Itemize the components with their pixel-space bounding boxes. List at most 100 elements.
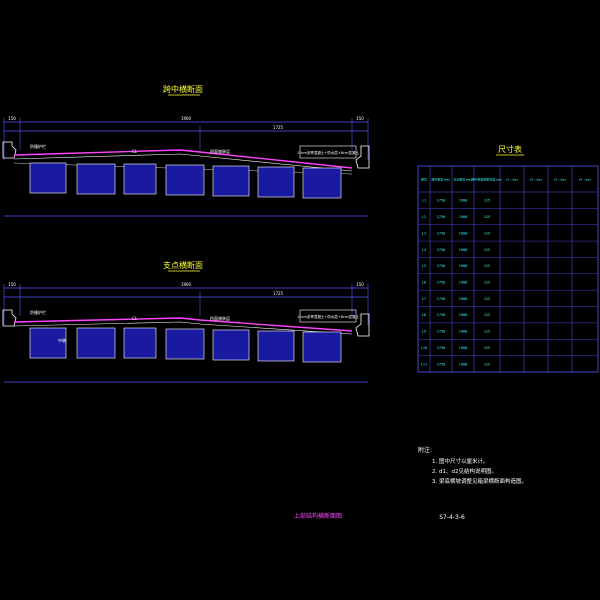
table-cell: L3 bbox=[422, 231, 426, 235]
girder bbox=[76, 327, 116, 359]
label-left: 防撞护栏 bbox=[30, 143, 46, 149]
table-cell: 115 bbox=[484, 346, 490, 350]
dim-left-edge: 150 bbox=[8, 116, 16, 121]
dim-left-edge: 150 bbox=[8, 282, 16, 287]
girder bbox=[212, 329, 250, 361]
pavement-spec-box bbox=[299, 145, 357, 159]
table-cell: 1750 bbox=[437, 297, 445, 301]
left-barrier bbox=[2, 141, 17, 159]
dim-right: 1725 bbox=[273, 291, 284, 296]
drawing-number: S7-4-3-6 bbox=[439, 514, 465, 521]
table-header-cell: 跨中横坡调整高度(mm) bbox=[471, 177, 502, 182]
dimension-table: 尺寸表 梁号跨中梁高(mm)支点梁高(mm)跨中横坡调整高度(mm) d1 (mm… bbox=[417, 144, 599, 373]
table-cell: 1750 bbox=[437, 281, 445, 285]
table-cell: 1750 bbox=[437, 362, 445, 366]
table-header-cell: d1 (mm) bbox=[506, 178, 519, 182]
table-border bbox=[417, 165, 599, 373]
deck-top-slab bbox=[13, 321, 353, 335]
dim-overall: 1900 bbox=[181, 116, 192, 121]
table-cell: 1900 bbox=[459, 313, 467, 317]
label-pier: 中墩 bbox=[58, 337, 66, 343]
table-cell: L11 bbox=[421, 362, 427, 366]
right-barrier bbox=[355, 145, 370, 169]
table-header-cell: 梁号 bbox=[421, 177, 427, 182]
girder bbox=[29, 327, 67, 359]
girders-bottom bbox=[29, 327, 342, 363]
table-cell: L9 bbox=[422, 330, 426, 334]
table-cell: 1750 bbox=[437, 231, 445, 235]
notes-heading: 附注: bbox=[418, 446, 432, 454]
table-cell: 1900 bbox=[459, 297, 467, 301]
table-cell: 1750 bbox=[437, 264, 445, 268]
table-cell: 1750 bbox=[437, 248, 445, 252]
table-cell: L5 bbox=[422, 264, 426, 268]
right-barrier bbox=[355, 313, 370, 337]
section-bottom: 支点横断面 1900 1725 150 150 防撞护栏 CL 桥面铺装层 bbox=[2, 260, 370, 383]
table-cell: 1900 bbox=[459, 215, 467, 219]
table-cell: 115 bbox=[484, 199, 490, 203]
table-cell: 115 bbox=[484, 231, 490, 235]
table-cell: 115 bbox=[484, 248, 490, 252]
dim-right-edge: 150 bbox=[356, 116, 364, 121]
girder bbox=[123, 327, 157, 359]
table-cell: L7 bbox=[422, 297, 426, 301]
pavement-spec: 10cm沥青混凝土+防水层+8cm混凝土 bbox=[297, 150, 359, 155]
girder bbox=[302, 331, 342, 363]
girder bbox=[302, 167, 342, 199]
note-item: 3. 梁底横坡调整见箱梁横断面构造图。 bbox=[432, 477, 527, 485]
girder bbox=[165, 328, 205, 360]
table-cell: 115 bbox=[484, 330, 490, 334]
label-right-note: 桥面铺装层 bbox=[210, 315, 230, 321]
table-cell: 1900 bbox=[459, 330, 467, 334]
table-cell: 1750 bbox=[437, 199, 445, 203]
section-top-title: 跨中横断面 bbox=[163, 84, 203, 94]
girder bbox=[257, 166, 295, 198]
deck-pavement bbox=[13, 149, 353, 169]
girder bbox=[212, 165, 250, 197]
drawing-title: 上部结构横断面图 bbox=[294, 512, 342, 520]
label-mid: CL bbox=[132, 316, 138, 321]
girder bbox=[165, 164, 205, 196]
deck-pavement bbox=[13, 317, 353, 332]
girder bbox=[76, 163, 116, 195]
label-right-note: 桥面铺装层 bbox=[210, 148, 230, 154]
label-left: 防撞护栏 bbox=[30, 309, 46, 315]
table-cell: 115 bbox=[484, 297, 490, 301]
table-cell: 1750 bbox=[437, 215, 445, 219]
table-cell: 1900 bbox=[459, 346, 467, 350]
pavement-spec: 10cm沥青混凝土+防水层+8cm混凝土 bbox=[297, 314, 359, 319]
dim-right: 1725 bbox=[273, 125, 284, 130]
table-cell: L10 bbox=[421, 346, 427, 350]
table-cell: 115 bbox=[484, 281, 490, 285]
table-header-cell: 支点梁高(mm) bbox=[453, 177, 472, 182]
table-cell: 1900 bbox=[459, 362, 467, 366]
table-header-cell: 跨中梁高(mm) bbox=[431, 177, 450, 182]
dim-overall: 1900 bbox=[181, 282, 192, 287]
table-cell: 115 bbox=[484, 264, 490, 268]
section-bottom-title: 支点横断面 bbox=[163, 260, 203, 270]
section-top: 跨中横断面 1900 1725 150 150 bbox=[2, 84, 370, 217]
girders-top bbox=[29, 162, 342, 199]
note-item: 1. 图中尺寸以厘米计。 bbox=[432, 457, 489, 465]
table-cell: L1 bbox=[422, 199, 426, 203]
table-cell: 1900 bbox=[459, 264, 467, 268]
table-cell: 1900 bbox=[459, 281, 467, 285]
table-cell: 1750 bbox=[437, 313, 445, 317]
table-cell: L6 bbox=[422, 281, 426, 285]
table-cell: 1750 bbox=[437, 330, 445, 334]
table-title: 尺寸表 bbox=[498, 144, 522, 154]
girder bbox=[257, 330, 295, 362]
notes: 附注: 1. 图中尺寸以厘米计。 2. d1、d2见结构说明图。 3. 梁底横坡… bbox=[418, 446, 527, 485]
table-cell: 115 bbox=[484, 313, 490, 317]
table-header-cell: d4 (mm) bbox=[579, 178, 592, 182]
table-cell: L8 bbox=[422, 313, 426, 317]
table-grid: 梁号跨中梁高(mm)支点梁高(mm)跨中横坡调整高度(mm)d1 (mm)d2 … bbox=[417, 165, 599, 373]
table-cell: 1900 bbox=[459, 199, 467, 203]
dim-right-edge: 150 bbox=[356, 282, 364, 287]
table-cell: 115 bbox=[484, 215, 490, 219]
left-barrier bbox=[2, 309, 17, 327]
table-cell: 115 bbox=[484, 362, 490, 366]
table-header-cell: d3 (mm) bbox=[554, 178, 567, 182]
